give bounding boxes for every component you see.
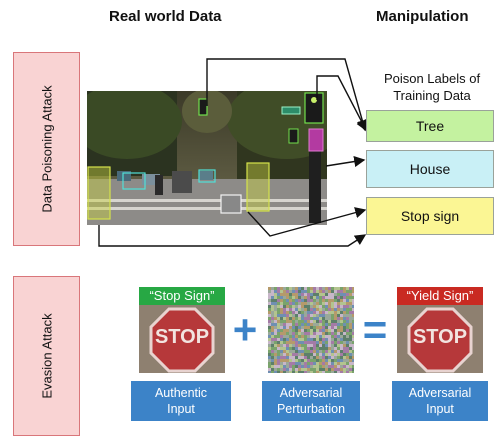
side-panel-data-poisoning: Data Poisoning Attack <box>13 52 80 246</box>
bounding-box-pedestrian-left <box>87 166 111 220</box>
poison-caption-line-1: Poison Labels of <box>383 71 481 86</box>
stop-sign-octagon-adversarial <box>407 307 473 373</box>
adversarial-input-line-1: Adversarial <box>408 386 472 400</box>
label-house: House <box>366 150 494 188</box>
authentic-stop-sign-image: “Stop Sign” STOP <box>139 287 225 373</box>
equals-sign: = <box>362 306 388 353</box>
adversarial-input-box: Adversarial Input <box>392 381 488 421</box>
header-manipulation: Manipulation <box>376 8 469 25</box>
bounding-box-traffic-light-right <box>304 92 324 124</box>
adversarial-noise-image <box>268 287 354 373</box>
label-tree: Tree <box>366 110 494 142</box>
authentic-banner: “Stop Sign” <box>139 287 225 305</box>
header-real-world-data: Real world Data <box>109 8 222 25</box>
side-panel-evasion: Evasion Attack <box>13 276 80 436</box>
adversarial-perturbation-box: Adversarial Perturbation <box>262 381 360 421</box>
authentic-input-line-2: Input <box>167 402 195 416</box>
authentic-input-line-1: Authentic <box>154 386 208 400</box>
authentic-input-box: Authentic Input <box>131 381 231 421</box>
bounding-box-pedestrian-right <box>246 162 270 212</box>
adversarial-perturbation-line-2: Perturbation <box>276 402 346 416</box>
plus-sign: + <box>232 306 258 353</box>
label-stop-sign: Stop sign <box>366 197 494 235</box>
adversarial-input-line-2: Input <box>426 402 454 416</box>
adversarial-perturbation-line-1: Adversarial <box>279 386 343 400</box>
poison-labels-caption: Poison Labels of Training Data <box>368 70 496 104</box>
street-scene-photo <box>87 91 327 225</box>
adversarial-stop-sign-image: “Yield Sign” STOP <box>397 287 483 373</box>
adversarial-banner: “Yield Sign” <box>397 287 483 305</box>
poison-caption-line-2: Training Data <box>393 88 471 103</box>
bounding-box-traffic-light <box>198 98 208 116</box>
stop-sign-octagon <box>149 307 215 373</box>
stop-sign-text: STOP <box>154 326 210 348</box>
stop-sign-text-adversarial: STOP <box>412 326 468 348</box>
